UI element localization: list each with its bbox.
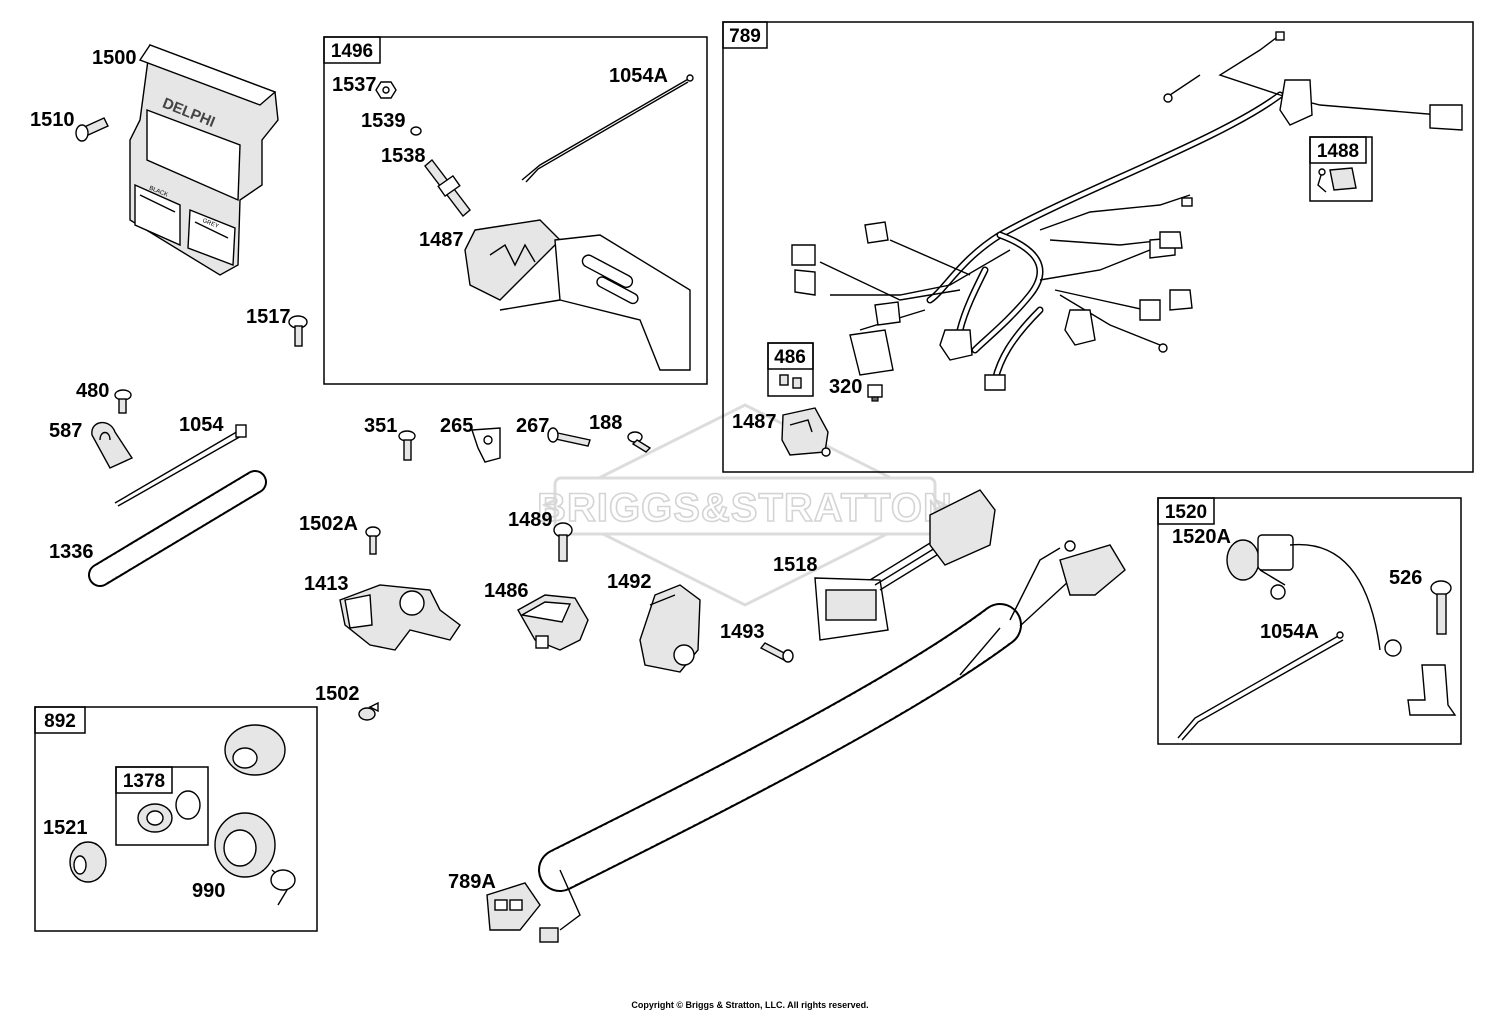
- label-1500: 1500: [92, 47, 137, 69]
- nut-1378-illustration[interactable]: [137, 790, 201, 833]
- box-tag-892: 892: [34, 706, 86, 734]
- label-526: 526: [1389, 567, 1422, 589]
- label-1537: 1537: [332, 74, 377, 96]
- kit-1520-frame: [1157, 497, 1462, 745]
- screw-1502A-illustration[interactable]: [365, 526, 381, 555]
- label-1538: 1538: [381, 145, 426, 167]
- label-267: 267: [516, 415, 549, 437]
- screw-1510-illustration[interactable]: [75, 117, 109, 142]
- nut-1537-illustration[interactable]: [375, 81, 397, 99]
- label-1502: 1502: [315, 683, 360, 705]
- box-tag-486: 486: [767, 342, 814, 370]
- fuse-kit-486-illustration[interactable]: [779, 374, 802, 389]
- brand-watermark: BRIGGS&STRATTON: [536, 403, 953, 607]
- label-1510: 1510: [30, 109, 75, 131]
- screw-1502-illustration[interactable]: [358, 701, 379, 721]
- label-1489: 1489: [508, 509, 553, 531]
- label-1336: 1336: [49, 541, 94, 563]
- box-tag-1496: 1496: [323, 36, 381, 64]
- washer-1539-illustration[interactable]: [410, 126, 422, 136]
- cable-tie-1054A-bottom-illustration[interactable]: [1177, 631, 1344, 741]
- label-1520A: 1520A: [1172, 526, 1231, 548]
- kit-1496-frame: [323, 36, 708, 385]
- wiring-harness-789A-illustration[interactable]: [486, 540, 1126, 943]
- bolt-351-illustration[interactable]: [398, 430, 416, 461]
- box-tag-1520: 1520: [1157, 497, 1215, 525]
- cap-1521-illustration[interactable]: [69, 841, 107, 883]
- label-1054A-bottom: 1054A: [1260, 621, 1319, 643]
- harness-789-frame: [722, 21, 1474, 473]
- bolt-1517-illustration[interactable]: [288, 315, 308, 347]
- label-789A: 789A: [448, 871, 496, 893]
- box-tag-1378: 1378: [115, 766, 173, 794]
- bracket-1520-illustration[interactable]: [1407, 664, 1457, 716]
- label-351: 351: [364, 415, 397, 437]
- label-990: 990: [192, 880, 225, 902]
- bolt-188-illustration[interactable]: [627, 431, 652, 453]
- label-1054: 1054: [179, 414, 224, 436]
- label-1487-bottom: 1487: [732, 411, 777, 433]
- label-1487-top: 1487: [419, 229, 464, 251]
- label-265: 265: [440, 415, 473, 437]
- cable-tie-1054-illustration[interactable]: [114, 424, 247, 507]
- clip-265-illustration[interactable]: [471, 427, 501, 463]
- throttle-sensor-1413-illustration[interactable]: [339, 584, 461, 651]
- label-1493: 1493: [720, 621, 765, 643]
- label-480: 480: [76, 380, 109, 402]
- label-587: 587: [49, 420, 82, 442]
- label-1517: 1517: [246, 306, 291, 328]
- bolt-1493-illustration[interactable]: [759, 642, 794, 663]
- svg-text:1488: 1488: [1317, 141, 1359, 162]
- bolt-480-illustration[interactable]: [114, 389, 132, 414]
- svg-text:1520: 1520: [1165, 502, 1207, 523]
- kit-892-frame: [34, 706, 318, 932]
- relay-320-illustration[interactable]: [867, 384, 883, 402]
- map-sensor-1486-illustration[interactable]: [517, 594, 589, 651]
- label-1502A: 1502A: [299, 513, 358, 535]
- watermark-text: BRIGGS&STRATTON: [537, 486, 953, 530]
- clamp-587-illustration[interactable]: [91, 421, 134, 469]
- svg-text:1496: 1496: [331, 41, 373, 62]
- hour-meter-1518-illustration[interactable]: [814, 489, 996, 641]
- label-188: 188: [589, 412, 622, 434]
- connector-kit-1488-illustration[interactable]: [1317, 167, 1357, 193]
- sensor-1492-illustration[interactable]: [639, 584, 701, 673]
- label-320: 320: [829, 376, 862, 398]
- svg-text:1378: 1378: [123, 771, 165, 792]
- copyright-notice: Copyright © Briggs & Stratton, LLC. All …: [631, 1000, 869, 1010]
- grommet-1538-illustration[interactable]: [424, 158, 471, 218]
- bracket-1487-illustration[interactable]: [464, 219, 691, 371]
- cable-tie-1054A-top-illustration[interactable]: [521, 74, 694, 183]
- label-1521: 1521: [43, 817, 88, 839]
- ecu-port-right-decal: GREY: [201, 218, 219, 230]
- svg-text:892: 892: [44, 711, 76, 732]
- label-1413: 1413: [304, 573, 349, 595]
- sensor-1520A-illustration[interactable]: [1226, 534, 1402, 657]
- relay-holder-1487-illustration[interactable]: [781, 407, 831, 457]
- label-1539: 1539: [361, 110, 406, 132]
- label-1518: 1518: [773, 554, 818, 576]
- label-1492: 1492: [607, 571, 652, 593]
- box-tag-789: 789: [722, 21, 768, 49]
- ignition-switch-892-illustration[interactable]: [214, 724, 296, 906]
- bolt-1489-illustration[interactable]: [553, 522, 573, 562]
- screw-267-illustration[interactable]: [547, 427, 591, 447]
- conduit-1336-illustration[interactable]: [88, 470, 267, 587]
- label-1054A-top: 1054A: [609, 65, 668, 87]
- bolt-526-illustration[interactable]: [1430, 580, 1452, 635]
- label-1486: 1486: [484, 580, 529, 602]
- wiring-harness-789-illustration[interactable]: [791, 31, 1463, 391]
- box-tag-1488: 1488: [1309, 136, 1367, 164]
- ecu-module-illustration[interactable]: DELPHI BLACK GREY: [129, 44, 279, 276]
- svg-text:486: 486: [774, 347, 806, 368]
- svg-text:789: 789: [729, 26, 761, 47]
